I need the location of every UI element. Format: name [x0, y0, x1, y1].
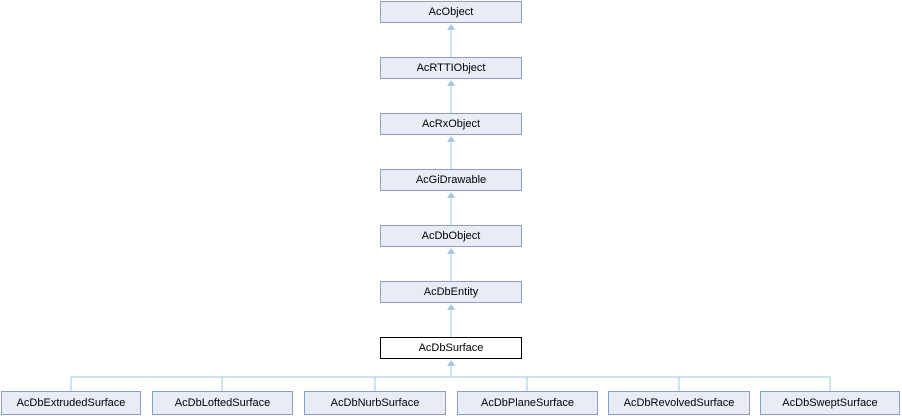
- node-acrxobject[interactable]: AcRxObject: [380, 113, 522, 135]
- node-acdbobject[interactable]: AcDbObject: [380, 225, 522, 247]
- edge-acrttiobject-to-acobject: [447, 24, 455, 57]
- edge-acgidrawable-to-acrxobject: [447, 136, 455, 169]
- node-acdbextrudedsurface[interactable]: AcDbExtrudedSurface: [1, 391, 141, 415]
- node-acdbsurface: AcDbSurface: [380, 337, 522, 359]
- node-acdbsweptsurface[interactable]: AcDbSweptSurface: [760, 391, 900, 415]
- node-acdbrevolvedsurface[interactable]: AcDbRevolvedSurface: [608, 391, 750, 415]
- edge-acrxobject-to-acrttiobject: [447, 80, 455, 113]
- edge-acdbsurface-to-acdbentity: [447, 304, 455, 337]
- node-acdbentity[interactable]: AcDbEntity: [380, 281, 522, 303]
- edge-acdbobject-to-acgidrawable: [447, 192, 455, 225]
- node-acgidrawable[interactable]: AcGiDrawable: [380, 169, 522, 191]
- node-acdbloftedsurface[interactable]: AcDbLoftedSurface: [152, 391, 293, 415]
- node-acdbplanesurface[interactable]: AcDbPlaneSurface: [457, 391, 598, 415]
- node-acrttiobject[interactable]: AcRTTIObject: [380, 57, 522, 79]
- edge-derived-to-acdbsurface: [70, 360, 831, 392]
- node-acdbnurbsurface[interactable]: AcDbNurbSurface: [304, 391, 446, 415]
- edge-acdbentity-to-acdbobject: [447, 248, 455, 281]
- node-acobject[interactable]: AcObject: [380, 1, 522, 23]
